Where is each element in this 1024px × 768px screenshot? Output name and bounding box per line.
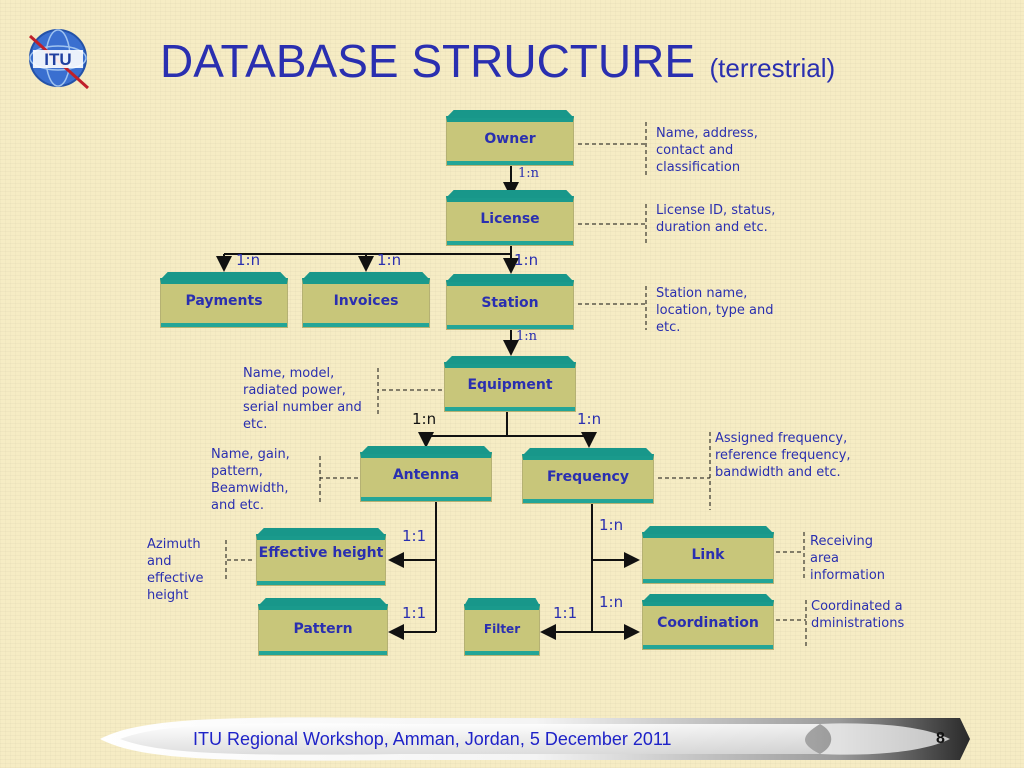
station-box-cap [446, 274, 574, 282]
leader-owner [578, 122, 647, 176]
note-equipment: Name, model, radiated power, serial numb… [243, 366, 362, 432]
card-equipment-antenna: 1:n [412, 410, 437, 428]
leader-link [776, 532, 805, 578]
payments-label: Payments [185, 293, 263, 309]
license-box-cap [446, 190, 574, 198]
owner-box: Owner [446, 110, 574, 166]
title-subtitle: (terrestrial) [709, 53, 836, 83]
equipment-box: Equipment [444, 356, 576, 412]
page-number: 8 [936, 730, 945, 747]
slide-title: DATABASE STRUCTURE (terrestrial) [160, 34, 835, 88]
note-station: Station name, location, type and etc. [656, 286, 774, 335]
svg-text:ITU: ITU [44, 50, 71, 69]
effective-height-box: Effective height [256, 528, 386, 586]
leader-effective-height [225, 540, 252, 582]
note-owner: Name, address, contact and classificatio… [656, 126, 758, 175]
card-frequency-coordination: 1:n [599, 593, 624, 611]
payments-box-cap [160, 272, 288, 280]
owner-label: Owner [484, 131, 536, 147]
link-box-cap [642, 526, 774, 534]
note-coordination: Coordinated administrations [811, 599, 905, 631]
note-frequency: Assigned frequency, reference frequency,… [715, 431, 851, 480]
pattern-label: Pattern [293, 621, 353, 637]
leader-antenna [319, 456, 358, 502]
invoices-label: Invoices [333, 293, 399, 309]
frequency-box-cap [522, 448, 654, 456]
card-antenna-pattern: 1:1 [402, 604, 427, 622]
itu-logo: ITU [28, 29, 90, 90]
link-box: Link [642, 526, 774, 584]
card-frequency-filter: 1:1 [553, 604, 578, 622]
card-frequency-link: 1:n [599, 516, 624, 534]
leader-equipment [377, 368, 442, 414]
filter-label: Filter [483, 622, 521, 636]
card-station-equipment: 1:n [516, 329, 538, 344]
coordination-box: Coordination [642, 594, 774, 650]
frequency-label: Frequency [547, 469, 629, 485]
owner-box-cap [446, 110, 574, 118]
effective-height-label: Effective height [258, 545, 384, 561]
filter-box-cap [464, 598, 540, 606]
license-label: License [480, 211, 540, 227]
equipment-box-cap [444, 356, 576, 364]
card-license-station: 1:n [514, 251, 539, 269]
note-antenna: Name, gain, pattern, Beamwidth, and etc. [211, 447, 290, 513]
station-box: Station [446, 274, 574, 330]
card-equipment-frequency: 1:n [577, 410, 602, 428]
antenna-box: Antenna [360, 446, 492, 502]
effective-height-box-cap [256, 528, 386, 536]
footer-banner [100, 717, 970, 761]
coordination-label: Coordination [657, 615, 759, 631]
pattern-box: Pattern [258, 598, 388, 656]
license-box: License [446, 190, 574, 246]
card-owner-license: 1:n [518, 166, 540, 181]
equipment-label: Equipment [467, 377, 553, 393]
coordination-box-cap [642, 594, 774, 602]
leader-station [578, 286, 647, 330]
note-license: License ID, status, duration and etc. [656, 203, 776, 235]
invoices-box-cap [302, 272, 430, 280]
payments-box: Payments [160, 272, 288, 328]
leader-coordination [776, 600, 807, 648]
link-label: Link [691, 547, 725, 563]
card-antenna-effective-height: 1:1 [402, 527, 427, 545]
pattern-box-cap [258, 598, 388, 606]
antenna-box-cap [360, 446, 492, 454]
station-label: Station [481, 295, 539, 311]
card-license-invoices: 1:n [377, 251, 402, 269]
title-main: DATABASE STRUCTURE [160, 35, 696, 87]
card-license-payments: 1:n [236, 251, 261, 269]
invoices-box: Invoices [302, 272, 430, 328]
note-effective-height: Azimuth and effective height [147, 537, 204, 603]
footer-text: ITU Regional Workshop, Amman, Jordan, 5 … [193, 729, 672, 749]
leader-frequency [658, 432, 711, 510]
antenna-label: Antenna [392, 467, 460, 483]
filter-box: Filter [464, 598, 540, 656]
frequency-box: Frequency [522, 448, 654, 504]
note-link: Receiving area information [810, 534, 886, 583]
leader-license [578, 204, 647, 246]
